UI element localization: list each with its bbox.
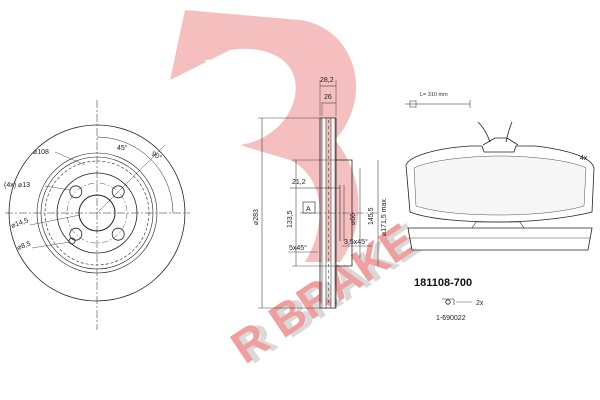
pad-side-view	[407, 227, 593, 251]
label-angle-45: 45°	[117, 144, 128, 152]
label-width-total: 28,2	[320, 77, 334, 84]
logo-r-shape	[170, 10, 359, 262]
label-chamfer-right: 3,5x45°	[344, 238, 368, 246]
angle-arc-90	[150, 159, 174, 214]
angle-ref-45	[96, 144, 166, 214]
label-hat-diameter: 145,5	[368, 207, 375, 225]
spring-clip-top	[482, 137, 519, 146]
ref-box-a	[302, 201, 316, 214]
label-center-diameter: ⌀14,5	[10, 217, 29, 230]
spring-clip-right	[505, 121, 513, 143]
label-hub-diameter: 133,5	[287, 210, 294, 228]
label-bolt-holes: (4x) ⌀13	[4, 182, 30, 189]
logo-r-inner	[205, 55, 282, 118]
brake-pad-labels: L= 310 mm 4x 181108-700 2x 1-690022	[414, 92, 588, 322]
label-accessory-qty: 2x	[476, 300, 484, 307]
label-depth: 21,2	[292, 179, 306, 186]
label-outer-diameter: ⌀283	[253, 209, 260, 225]
disc-friction-inner-edge	[36, 152, 158, 274]
disc-section-labels: 28,2 26 ⌀283 133,5 21,2 A ⌀66 145,5 ⌀171…	[253, 77, 388, 252]
label-pcd: ⌀108	[33, 149, 49, 156]
disc-hat-edge	[56, 172, 138, 254]
pad-part-number: 181108-700	[414, 277, 472, 289]
leader-pcd	[54, 151, 86, 166]
disc-section-view	[258, 80, 380, 309]
leader-center	[29, 214, 81, 226]
disc-pcd-circle	[66, 182, 128, 244]
pad-side-clip	[471, 221, 525, 229]
label-min-diameter: ⌀171,5 max.	[381, 197, 388, 236]
leader-small-hole	[31, 241, 71, 249]
brake-pad-drawing	[405, 100, 595, 305]
accessory-part-number: 1-690022	[436, 315, 466, 322]
disc-front-labels: ⌀108 (4x) ⌀13 ⌀14,5 ⌀8,5 45° 90°	[4, 144, 163, 252]
bolt-hole-2	[69, 185, 83, 199]
disc-vent-slots	[44, 160, 150, 266]
locator-hole	[68, 237, 76, 245]
leader-bolts	[44, 185, 71, 191]
bolt-hole-1	[111, 185, 125, 199]
label-pad-qty: 4x	[580, 155, 588, 162]
disc-outer-edge	[8, 124, 186, 302]
disc-front-view	[5, 100, 190, 330]
disc-vent-ring	[40, 156, 154, 270]
label-width-inner: 26	[324, 94, 332, 101]
label-chamfer-left: 5x45°	[289, 244, 307, 252]
watermark-logo	[170, 10, 359, 262]
accessory-clip-body	[442, 298, 455, 305]
label-center-bore: ⌀66	[350, 213, 357, 225]
label-ref-a: A	[306, 206, 311, 213]
label-small-hole: ⌀8,5	[16, 240, 32, 251]
sensor-plug	[409, 100, 417, 108]
pad-friction-material	[413, 155, 587, 216]
spring-clip-left	[477, 121, 491, 143]
disc-center-bore	[78, 194, 116, 232]
bolt-hole-4	[111, 227, 125, 241]
accessory-clip-part	[445, 299, 451, 305]
label-sensor-length: L= 310 mm	[420, 92, 448, 98]
bolt-hole-3	[69, 227, 83, 241]
